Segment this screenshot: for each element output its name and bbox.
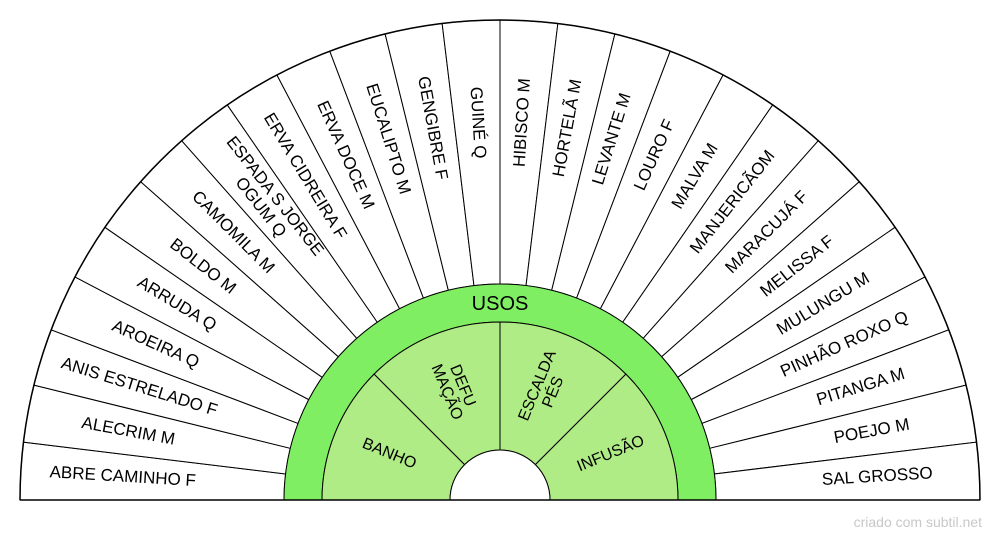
ring-title: USOS <box>472 293 529 315</box>
center-hole <box>19 19 981 501</box>
outer-arc <box>19 19 981 501</box>
inner-sectors <box>321 321 679 501</box>
outer-sector-label: GUINÉ Q <box>467 86 490 159</box>
outer-sectors <box>19 19 981 501</box>
credit-text: criado com subtil.net <box>853 514 982 530</box>
center-hole-shape <box>449 449 551 501</box>
